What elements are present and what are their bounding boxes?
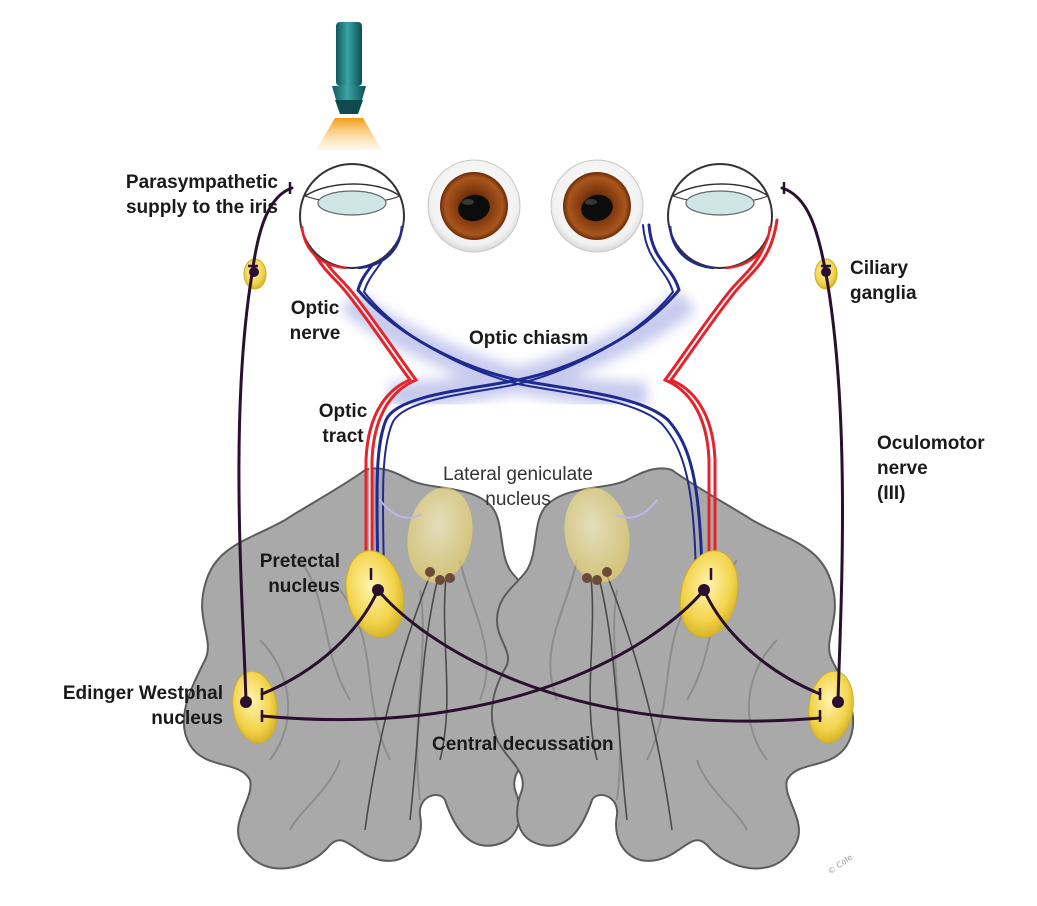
label-oculomotor-line2: nerve (877, 458, 928, 479)
label-parasympathetic-line2: supply to the iris (125, 197, 278, 218)
right-pupil-icon (550, 159, 644, 253)
synaptic-terminals (248, 182, 831, 722)
label-optic-tract: Optic tract (304, 399, 382, 449)
light-source-icon (316, 22, 382, 150)
optic-pathways (302, 218, 779, 577)
lgn-terminals (425, 567, 612, 585)
neural-pathways (237, 186, 844, 723)
label-optic-nerve: Optic nerve (280, 296, 350, 346)
label-optic-nerve-line2: nerve (289, 323, 341, 344)
label-optic-tract-line1: Optic (318, 401, 368, 422)
label-optic-nerve-line1: Optic (290, 298, 340, 319)
label-pretectal-line2: nucleus (268, 576, 340, 597)
brain-right-hemisphere (490, 467, 855, 870)
label-edinger-westphal-line1: Edinger Westphal (62, 683, 223, 704)
label-edinger-westphal: Edinger Westphal nucleus (20, 681, 223, 731)
label-lateral-geniculate: Lateral geniculate nucleus (428, 462, 608, 512)
label-oculomotor: Oculomotor nerve (III) (877, 431, 985, 506)
neuron-somas (240, 267, 844, 708)
label-oculomotor-line3: (III) (877, 483, 906, 504)
label-oculomotor-line1: Oculomotor (877, 433, 985, 454)
left-pupil-icon (427, 159, 521, 253)
pretectal-nucleus-right (679, 550, 739, 638)
edinger-westphal-nucleus-left (232, 670, 278, 744)
label-central-decussation: Central decussation (432, 734, 614, 755)
label-edinger-westphal-line2: nucleus (151, 708, 223, 729)
label-parasympathetic-line1: Parasympathetic (125, 172, 278, 193)
lgn-left (407, 487, 473, 583)
right-eye-icon (667, 163, 773, 270)
label-optic-chiasm: Optic chiasm (469, 328, 589, 349)
label-ciliary-ganglia-line2: ganglia (850, 283, 917, 304)
label-lateral-geniculate-line1: Lateral geniculate (443, 464, 593, 485)
label-lateral-geniculate-line2: nucleus (485, 489, 551, 510)
label-optic-tract-line2: tract (322, 426, 364, 447)
lgn-right (564, 487, 630, 583)
label-pretectal-line1: Pretectal (259, 551, 340, 572)
label-pretectal: Pretectal nucleus (232, 549, 340, 599)
left-eye-icon (299, 163, 405, 270)
label-parasympathetic: Parasympathetic supply to the iris (40, 170, 278, 220)
label-ciliary-ganglia: Ciliary ganglia (850, 256, 917, 306)
label-ciliary-ganglia-line1: Ciliary (850, 258, 909, 279)
